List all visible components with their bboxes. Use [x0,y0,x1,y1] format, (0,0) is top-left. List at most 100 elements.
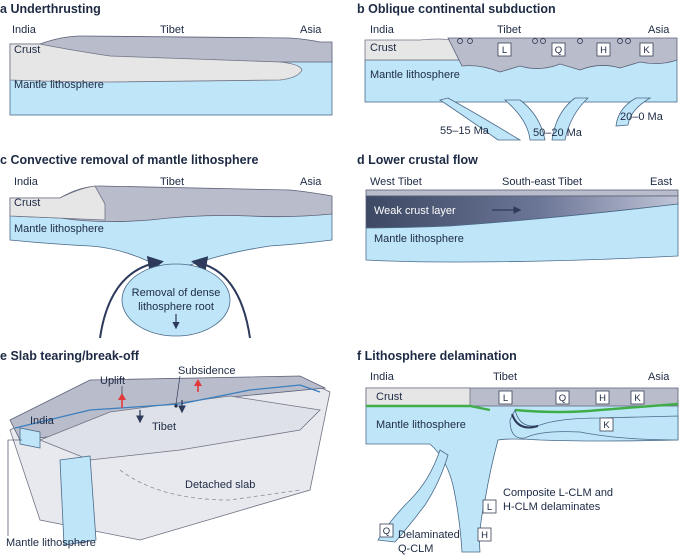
panel-a: a Underthrusting India Tibet Asia Crust … [0,2,333,116]
panel-b-age-2: 50–20 Ma [533,127,583,139]
panel-f-block-q-label: Q [559,393,566,404]
panel-f-h-lower-label: H [481,530,488,541]
panel-b-block-q-label: Q [555,45,562,56]
panel-f-green-layer-left [366,404,491,412]
panel-c-removal-label-2: lithosphere root [138,301,214,313]
panel-d-title: d Lower crustal flow [357,153,478,167]
panel-e-mantle-leader [7,439,22,536]
panel-c-tibet-label: Tibet [160,176,184,188]
panel-f-delam-label-2: Q-CLM [398,543,433,555]
panel-f-block-h [595,390,610,405]
panel-e-tibet-surface [38,395,321,461]
panel-f-q-lower-box [379,523,394,538]
panel-f-k-lithosphere [509,408,679,441]
panel-a-tibet-label: Tibet [160,24,184,36]
panel-e-slab [59,455,97,546]
panel-e-uplift-label: Uplift [100,375,125,387]
panel-c-convection-arrow-left [99,256,164,339]
panel-e: e Slab tearing/break-off Uplift Subsiden… [0,349,331,549]
panel-c-removal-label-1: Removal of dense [132,287,221,299]
panel-c-title: c Convective removal of mantle lithosphe… [0,153,258,167]
panel-f-mantle [365,399,679,553]
panel-f-block-l-label: L [503,393,508,404]
panel-f-k-edge [511,413,539,429]
panel-e-detached-outline [119,469,301,501]
panel-b-slab-2 [503,99,546,141]
panel-b-india-label: India [370,24,395,36]
panel-e-uplift-arrowhead-1 [118,393,126,400]
panel-d-west-label: West Tibet [370,176,422,188]
panel-b-block-k-label: K [643,45,650,56]
panel-a-crust-label: Crust [14,44,40,56]
panel-b-block-q [551,42,566,57]
panel-e-subsidence-leader [175,375,181,405]
panel-b-motion-symbols [457,38,631,44]
panel-a-india-label: India [12,24,37,36]
panel-f-delam-label-1: Delaminated [398,529,460,541]
panel-c-crust-label: Crust [14,197,40,209]
panel-c-india-label: India [14,176,39,188]
panel-f-block-q [555,390,570,405]
panel-f-k-lower-box [599,417,614,432]
panel-e-title: e Slab tearing/break-off [0,349,140,363]
panel-d-upper-crust [365,189,679,197]
panel-a-mantle-label: Mantle lithosphere [14,79,104,91]
panel-f-h-lower-box [477,527,492,542]
panel-d-southeast-label: South-east Tibet [502,176,582,188]
panel-f-block-k [630,390,645,405]
panel-f-composite-label-1: Composite L-CLM and [503,487,613,499]
panel-e-india-mantle [19,427,41,449]
panel-c-mantle-label: Mantle lithosphere [14,223,104,235]
panel-e-india-label: India [30,415,55,427]
panel-f-tibet-label: Tibet [493,371,517,383]
panel-b-title: b Oblique continental subduction [357,2,556,16]
panel-d-mantle-label: Mantle lithosphere [374,233,464,245]
panel-f-l-lower-label: L [487,502,492,513]
panel-e-uplift-arrowhead-2 [194,379,202,386]
panel-c-asia-label: Asia [300,176,322,188]
panel-f-title: f Lithosphere delamination [357,349,517,363]
panel-d-east-label: East [650,176,672,188]
panel-b-age-3: 20–0 Ma [620,111,664,123]
panel-d-weak-label: Weak crust layer [374,205,456,217]
panel-e-tibet-label: Tibet [152,421,176,433]
panel-e-detached-label: Detached slab [185,479,255,491]
panel-d: d Lower crustal flow West Tibet South-ea… [357,153,679,263]
panel-b-block-h-label: H [600,45,607,56]
panel-f-q-lower-label: Q [383,526,390,537]
panel-b: b Oblique continental subduction India T… [357,2,678,141]
panel-a-title: a Underthrusting [0,2,101,16]
panel-b-slab-1 [439,97,522,141]
panel-f: f Lithosphere delamination India Tibet A… [357,349,679,555]
panel-f-block-h-label: H [599,393,606,404]
panel-d-mantle [365,203,679,263]
panel-b-crust-label: Crust [370,42,396,54]
panel-e-mantle-label: Mantle lithosphere [6,537,96,549]
panel-b-block-l [497,42,512,57]
panel-f-india-label: India [370,371,395,383]
panel-a-india-crust [9,43,303,83]
panel-b-asia-label: Asia [648,24,670,36]
panel-b-block-h [596,42,611,57]
panel-b-slab-4 [615,97,652,127]
panel-e-boundary-line [14,384,321,429]
panel-b-slab-3 [551,97,590,141]
panel-f-mantle-label: Mantle lithosphere [376,419,466,431]
panel-a-asia-label: Asia [300,24,322,36]
panel-c-convection-arrow-right [191,256,251,339]
panel-b-age-1: 55–15 Ma [440,125,490,137]
panel-f-k-lower-label: K [603,420,610,431]
panel-f-l-lower-box [482,499,497,514]
panel-b-block-l-label: L [502,45,507,56]
panel-c-india-crust [9,185,106,221]
panel-b-mantle-label: Mantle lithosphere [370,69,460,81]
panel-f-delam-q [377,449,449,543]
panel-b-block-k [639,42,654,57]
panel-f-crust-label: Crust [376,391,402,403]
panel-b-tibet-label: Tibet [497,24,521,36]
panel-f-block-k-label: K [634,393,641,404]
panel-f-block-l [498,390,513,405]
panel-c-mantle [9,211,333,268]
panel-e-point-marker [174,404,178,408]
